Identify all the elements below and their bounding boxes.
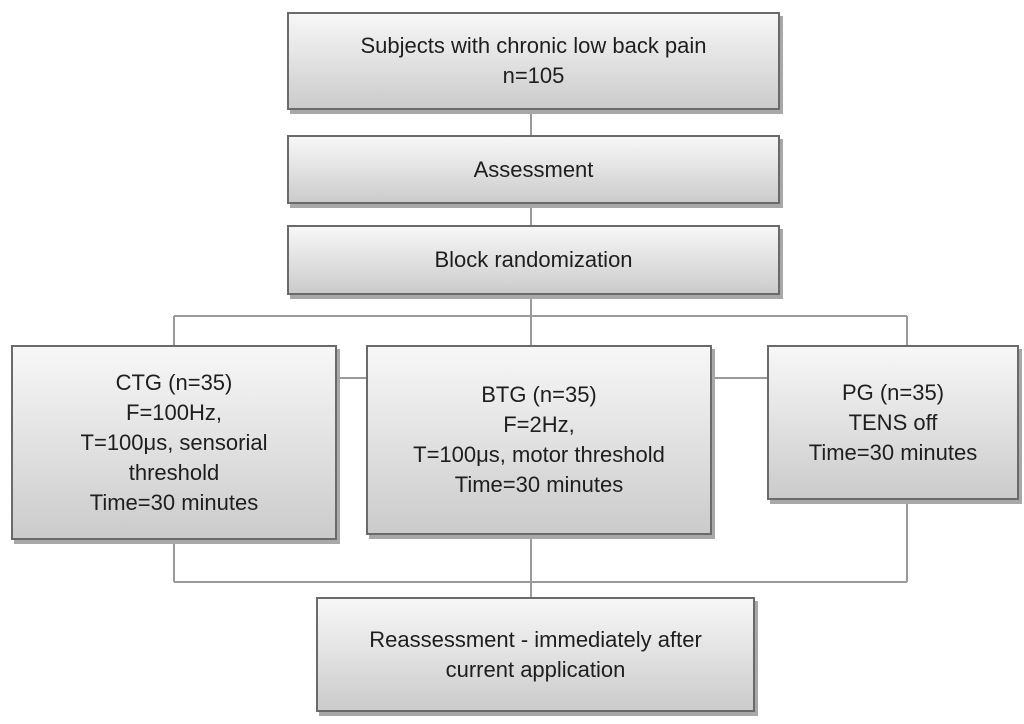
ctg-pulse-width: T=100μs, sensorial (80, 429, 268, 455)
pg-tens-status: TENS off (848, 409, 938, 435)
btg-pulse-width: T=100μs, motor threshold (413, 442, 665, 467)
subjects-box: Subjects with chronic low back pain n=10… (287, 12, 780, 110)
subjects-count: n=105 (502, 63, 565, 88)
ctg-threshold: threshold (128, 459, 220, 485)
randomization-label: Block randomization (434, 247, 633, 272)
btg-time: Time=30 minutes (454, 472, 624, 497)
ctg-group-box: CTG (n=35) F=100Hz, T=100μs, sensorial t… (11, 345, 337, 540)
pg-group-box: PG (n=35) TENS off Time=30 minutes (767, 345, 1019, 500)
reassessment-line2: current application (445, 656, 626, 682)
pg-time: Time=30 minutes (808, 439, 978, 465)
ctg-title: CTG (n=35) (115, 369, 233, 395)
btg-group-box: BTG (n=35) F=2Hz, T=100μs, motor thresho… (366, 345, 712, 535)
assessment-box: Assessment (287, 135, 780, 204)
btg-frequency: F=2Hz, (503, 412, 575, 437)
subjects-label: Subjects with chronic low back pain (360, 33, 707, 58)
assessment-label: Assessment (473, 156, 594, 182)
pg-title: PG (n=35) (841, 379, 945, 405)
btg-title: BTG (n=35) (481, 382, 597, 407)
reassessment-line1: Reassessment - immediately after (369, 626, 702, 652)
ctg-time: Time=30 minutes (89, 489, 259, 515)
reassessment-box: Reassessment - immediately after current… (316, 597, 755, 712)
randomization-box: Block randomization (287, 225, 780, 295)
ctg-frequency: F=100Hz, (126, 399, 222, 425)
